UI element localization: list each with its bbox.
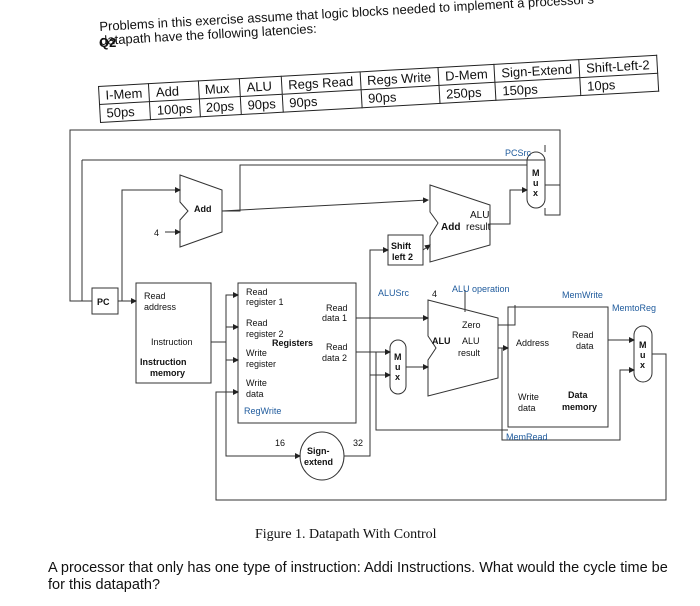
register-file-box bbox=[237, 282, 357, 424]
dm-address: Address bbox=[516, 338, 550, 348]
dm-title-2: memory bbox=[562, 402, 597, 412]
question-text: A processor that only has one type of in… bbox=[48, 560, 668, 593]
alusrc-mux-m: M bbox=[394, 352, 402, 362]
reg-rdata2-a: Read bbox=[326, 342, 348, 352]
reg-rdata1-b: data 1 bbox=[322, 313, 347, 323]
pc-mux bbox=[526, 151, 546, 209]
sign-extend-1: Sign- bbox=[307, 446, 330, 456]
pc-label: PC bbox=[97, 297, 110, 307]
branch-add-label: Add bbox=[441, 222, 460, 233]
figure-caption: Figure 1. Datapath With Control bbox=[255, 527, 437, 542]
reg-wdata-b: data bbox=[246, 389, 264, 399]
reg-write-b: register bbox=[246, 359, 276, 369]
shift-label-1: Shift bbox=[391, 241, 411, 251]
memtoreg-mux-m: M bbox=[639, 340, 647, 350]
reg-rdata1-a: Read bbox=[326, 303, 348, 313]
instruction-memory-box bbox=[135, 282, 212, 384]
dm-read-1: Read bbox=[572, 330, 594, 340]
imem-read-2: address bbox=[144, 302, 177, 312]
main-alu-result: result bbox=[458, 348, 481, 358]
reg-read2-b: register 2 bbox=[246, 329, 284, 339]
reg-read2-a: Read bbox=[246, 318, 268, 328]
shift-label-2: left 2 bbox=[392, 252, 413, 262]
reg-write-a: Write bbox=[246, 348, 267, 358]
memtoreg-mux-u: u bbox=[640, 350, 646, 360]
data-memory-box bbox=[507, 306, 609, 428]
branch-result-label: result bbox=[466, 222, 491, 233]
bits-32-label: 32 bbox=[353, 438, 363, 448]
pcsrc-label: PCSrc bbox=[505, 148, 532, 158]
sign-extend-2: extend bbox=[304, 457, 333, 467]
reg-read1-a: Read bbox=[246, 287, 268, 297]
imem-read-1: Read bbox=[144, 291, 166, 301]
main-alu-shape bbox=[427, 299, 499, 397]
bits-16-label: 16 bbox=[275, 438, 285, 448]
imem-title-2: memory bbox=[150, 368, 185, 378]
alusrc-mux-x: x bbox=[395, 372, 400, 382]
pc-adder-label: Add bbox=[194, 204, 212, 214]
branch-alu-label: ALU bbox=[470, 210, 489, 221]
four-label: 4 bbox=[154, 228, 159, 238]
memtoreg-mux-x: x bbox=[640, 360, 645, 370]
alu-op-4: 4 bbox=[432, 289, 437, 299]
pc-mux-u: u bbox=[533, 178, 539, 188]
regwrite-label: RegWrite bbox=[244, 406, 281, 416]
dm-write-1: Write bbox=[518, 392, 539, 402]
reg-rdata2-b: data 2 bbox=[322, 353, 347, 363]
memwrite-label: MemWrite bbox=[562, 290, 603, 300]
imem-title-1: Instruction bbox=[140, 357, 187, 367]
alusrc-mux-u: u bbox=[395, 362, 401, 372]
dm-write-2: data bbox=[518, 403, 536, 413]
pc-mux-x: x bbox=[533, 188, 538, 198]
reg-wdata-a: Write bbox=[246, 378, 267, 388]
alusrc-label: ALUSrc bbox=[378, 288, 410, 298]
alu-operation-label: ALU operation bbox=[452, 284, 510, 294]
zero-label: Zero bbox=[462, 320, 481, 330]
sign-extend-ellipse bbox=[299, 431, 345, 481]
dm-title-1: Data bbox=[568, 390, 589, 400]
registers-title: Registers bbox=[272, 338, 313, 348]
reg-read1-b: register 1 bbox=[246, 297, 284, 307]
main-alu-label: ALU bbox=[432, 336, 451, 346]
pc-mux-m: M bbox=[532, 168, 540, 178]
dm-read-2: data bbox=[576, 341, 594, 351]
imem-instruction: Instruction bbox=[151, 337, 193, 347]
memtoreg-label: MemtoReg bbox=[612, 303, 656, 313]
memread-label: MemRead bbox=[506, 432, 548, 442]
question-heading: Q2 bbox=[99, 35, 117, 50]
main-alu-label-2: ALU bbox=[462, 336, 480, 346]
